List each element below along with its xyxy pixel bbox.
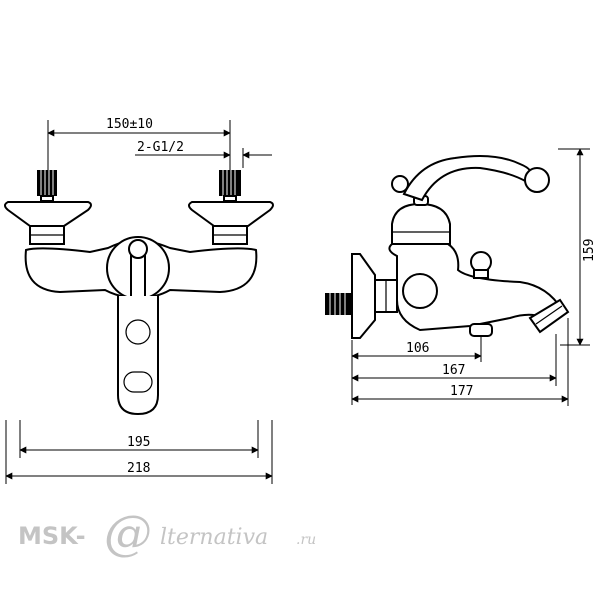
dim-center-spacing-label: 150±10: [106, 117, 153, 132]
watermark-at-symbol: @: [104, 505, 152, 561]
diverter-stem: [469, 323, 493, 337]
right-flange: [188, 201, 274, 227]
dim-overall-depth: 177: [351, 318, 569, 406]
dim-height: 159: [558, 148, 597, 346]
side-inlet-thread: [325, 293, 351, 315]
dim-thread: 2-G1/2: [135, 140, 272, 168]
left-inlet-thread: [37, 170, 57, 202]
lever-end-ball: [524, 167, 550, 193]
dim-overall-width-label: 218: [127, 461, 150, 476]
watermark-prefix: MSK-: [18, 522, 86, 550]
dim-spout-reach: 106: [351, 336, 482, 405]
watermark-tld: .ru: [296, 532, 316, 548]
side-cartridge-dome: [391, 202, 451, 245]
dim-center-spacing: 150±10: [47, 117, 231, 170]
side-view: 159 106 167 177: [325, 148, 597, 406]
right-inlet-thread: [219, 170, 241, 202]
left-flange: [4, 201, 92, 227]
dim-spout-total-label: 167: [442, 363, 465, 378]
side-wall-flange: [351, 253, 376, 339]
dim-inner-width-label: 195: [127, 435, 150, 450]
side-body-disc: [402, 273, 438, 309]
dim-overall-width: 218: [5, 420, 273, 484]
side-lever: [402, 155, 533, 202]
dim-thread-label: 2-G1/2: [137, 140, 184, 155]
lower-outlet: [117, 296, 159, 416]
dim-overall-depth-label: 177: [450, 384, 473, 399]
lever-rear-ball: [391, 175, 409, 193]
dim-height-label: 159: [582, 239, 597, 262]
brand-watermark: MSK- @ lternativa .ru: [18, 505, 316, 561]
watermark-suffix: lternativa: [160, 525, 268, 550]
dim-inner-width: 195: [19, 420, 259, 458]
dim-spout-reach-label: 106: [406, 341, 429, 356]
dim-spout-total: 167: [351, 334, 557, 386]
front-view: 150±10 2-G1/2: [4, 117, 274, 484]
lever-cap: [128, 239, 148, 259]
